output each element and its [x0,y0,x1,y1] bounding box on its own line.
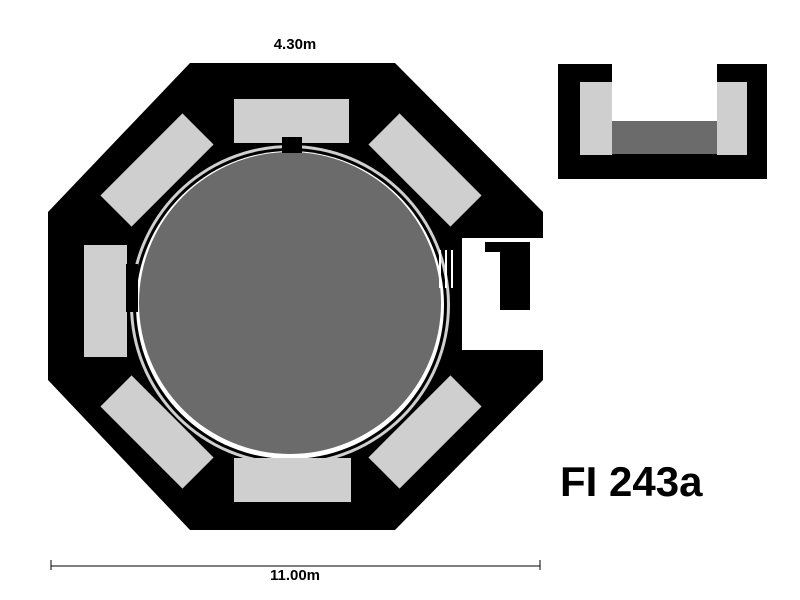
room-north [234,99,349,143]
connector-north [282,137,302,153]
top-dimension-label: 4.30m [273,36,317,53]
entrance-step [485,242,501,252]
room-northwest [100,113,214,227]
entrance-wall-stub [500,242,530,310]
scale-bar [50,560,541,570]
room-northeast [368,113,482,227]
room-southwest [100,375,214,489]
connector-west [126,264,138,312]
section-detail [558,64,767,179]
room-southeast [368,375,482,489]
entrance-stair-lines [439,250,453,288]
room-west [84,245,127,357]
room-south [234,458,351,502]
bottom-dimension-label: 11.00m [269,567,321,584]
center-circle [139,152,441,454]
plan-identifier-label: FI 243a [560,458,703,505]
